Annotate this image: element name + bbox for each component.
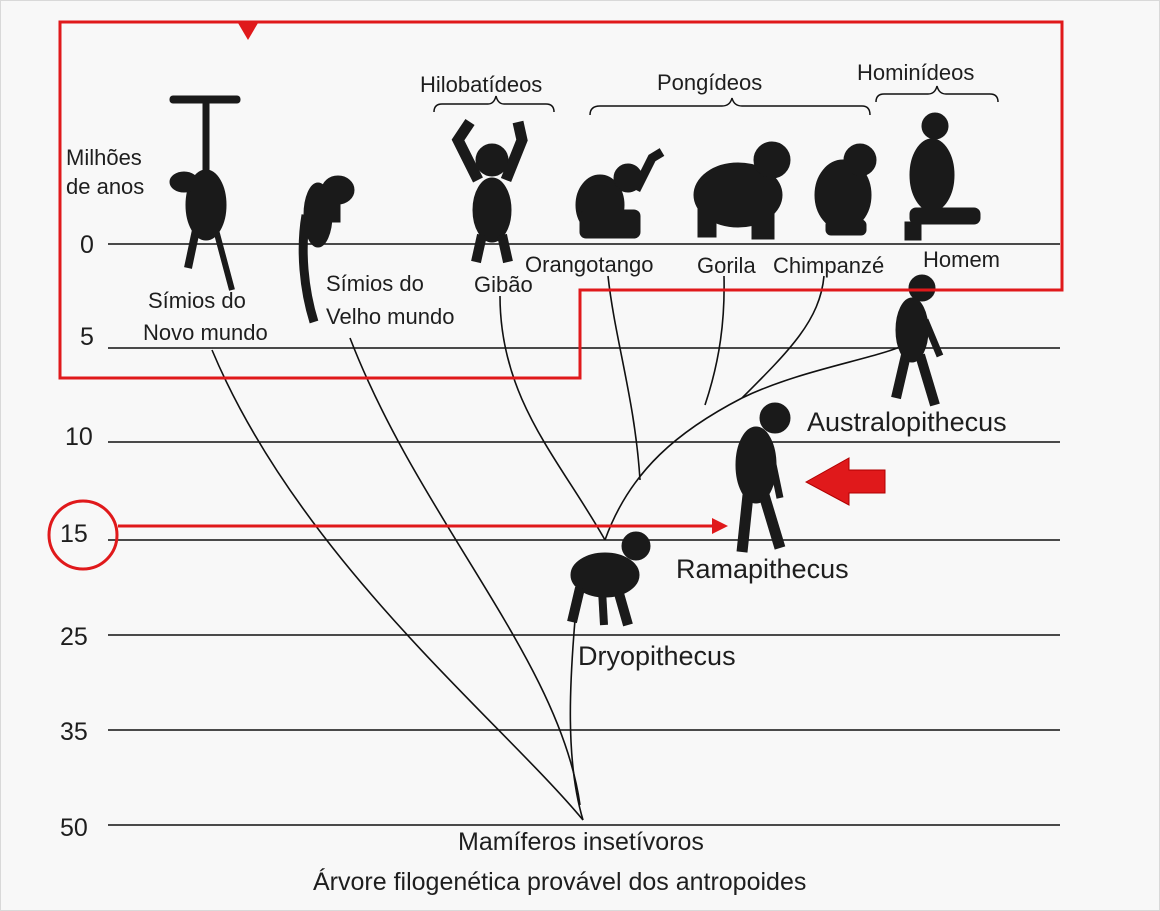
tick-label-5: 5 <box>80 323 94 351</box>
tick-label-25: 25 <box>60 623 88 651</box>
bracket-hylobatids <box>434 96 554 112</box>
australopithecus-silhouette <box>896 275 940 405</box>
species-old-world-line2: Velho mundo <box>326 304 454 329</box>
branch-human <box>742 345 905 398</box>
species-gibbon: Gibão <box>474 272 533 297</box>
branch-gorilla <box>705 276 724 405</box>
axis-unit-line2: de anos <box>66 174 144 199</box>
new-world-monkey-silhouette <box>170 96 240 290</box>
arrow-15-head <box>712 518 728 534</box>
species-old-world-line1: Símios do <box>326 271 424 296</box>
branch-gibbon <box>500 296 605 540</box>
tick-label-35: 35 <box>60 718 88 746</box>
group-label-hominids: Hominídeos <box>857 60 974 85</box>
tree-branches <box>212 276 905 820</box>
species-human: Homem <box>923 247 1000 272</box>
group-label-pongids: Pongídeos <box>657 70 762 95</box>
group-label-hylobatids: Hilobatídeos <box>420 72 542 97</box>
chimpanzee-silhouette <box>815 144 876 235</box>
tick-label-10: 10 <box>65 423 93 451</box>
diagram-caption: Árvore filogenética provável dos antropo… <box>313 867 806 896</box>
gorilla-silhouette <box>694 142 790 239</box>
axis-unit-line1: Milhões <box>66 145 142 170</box>
species-orangutan: Orangotango <box>525 252 653 277</box>
old-world-monkey-silhouette <box>303 176 354 322</box>
ramapithecus-silhouette <box>736 403 790 552</box>
branch-new-world <box>212 350 583 820</box>
branch-orangutan <box>608 276 640 480</box>
dryopithecus-silhouette <box>571 532 650 625</box>
root-label: Mamíferos insetívoros <box>458 828 704 856</box>
human-silhouette <box>905 113 980 240</box>
branch-chimp <box>742 276 824 398</box>
orangutan-silhouette <box>576 152 662 238</box>
branch-pongid-hominid <box>605 398 742 540</box>
species-gorilla: Gorila <box>697 253 756 278</box>
fossil-dryopithecus: Dryopithecus <box>578 641 736 671</box>
tick-label-50: 50 <box>60 814 88 842</box>
bracket-pongids <box>590 98 870 115</box>
bracket-hominids <box>876 86 998 102</box>
gibbon-silhouette <box>458 122 522 262</box>
species-chimpanzee: Chimpanzé <box>773 253 884 278</box>
branch-old-world <box>350 338 580 805</box>
pointer-arrow-ramapithecus <box>806 458 885 505</box>
fossil-ramapithecus: Ramapithecus <box>676 554 849 584</box>
species-new-world-line2: Novo mundo <box>143 320 268 345</box>
fossil-australopithecus: Australopithecus <box>807 407 1007 437</box>
tick-label-0: 0 <box>80 231 94 259</box>
silhouettes <box>170 96 980 625</box>
tick-label-15: 15 <box>60 520 88 548</box>
species-new-world-line1: Símios do <box>148 288 246 313</box>
top-marker-triangle <box>238 23 258 40</box>
